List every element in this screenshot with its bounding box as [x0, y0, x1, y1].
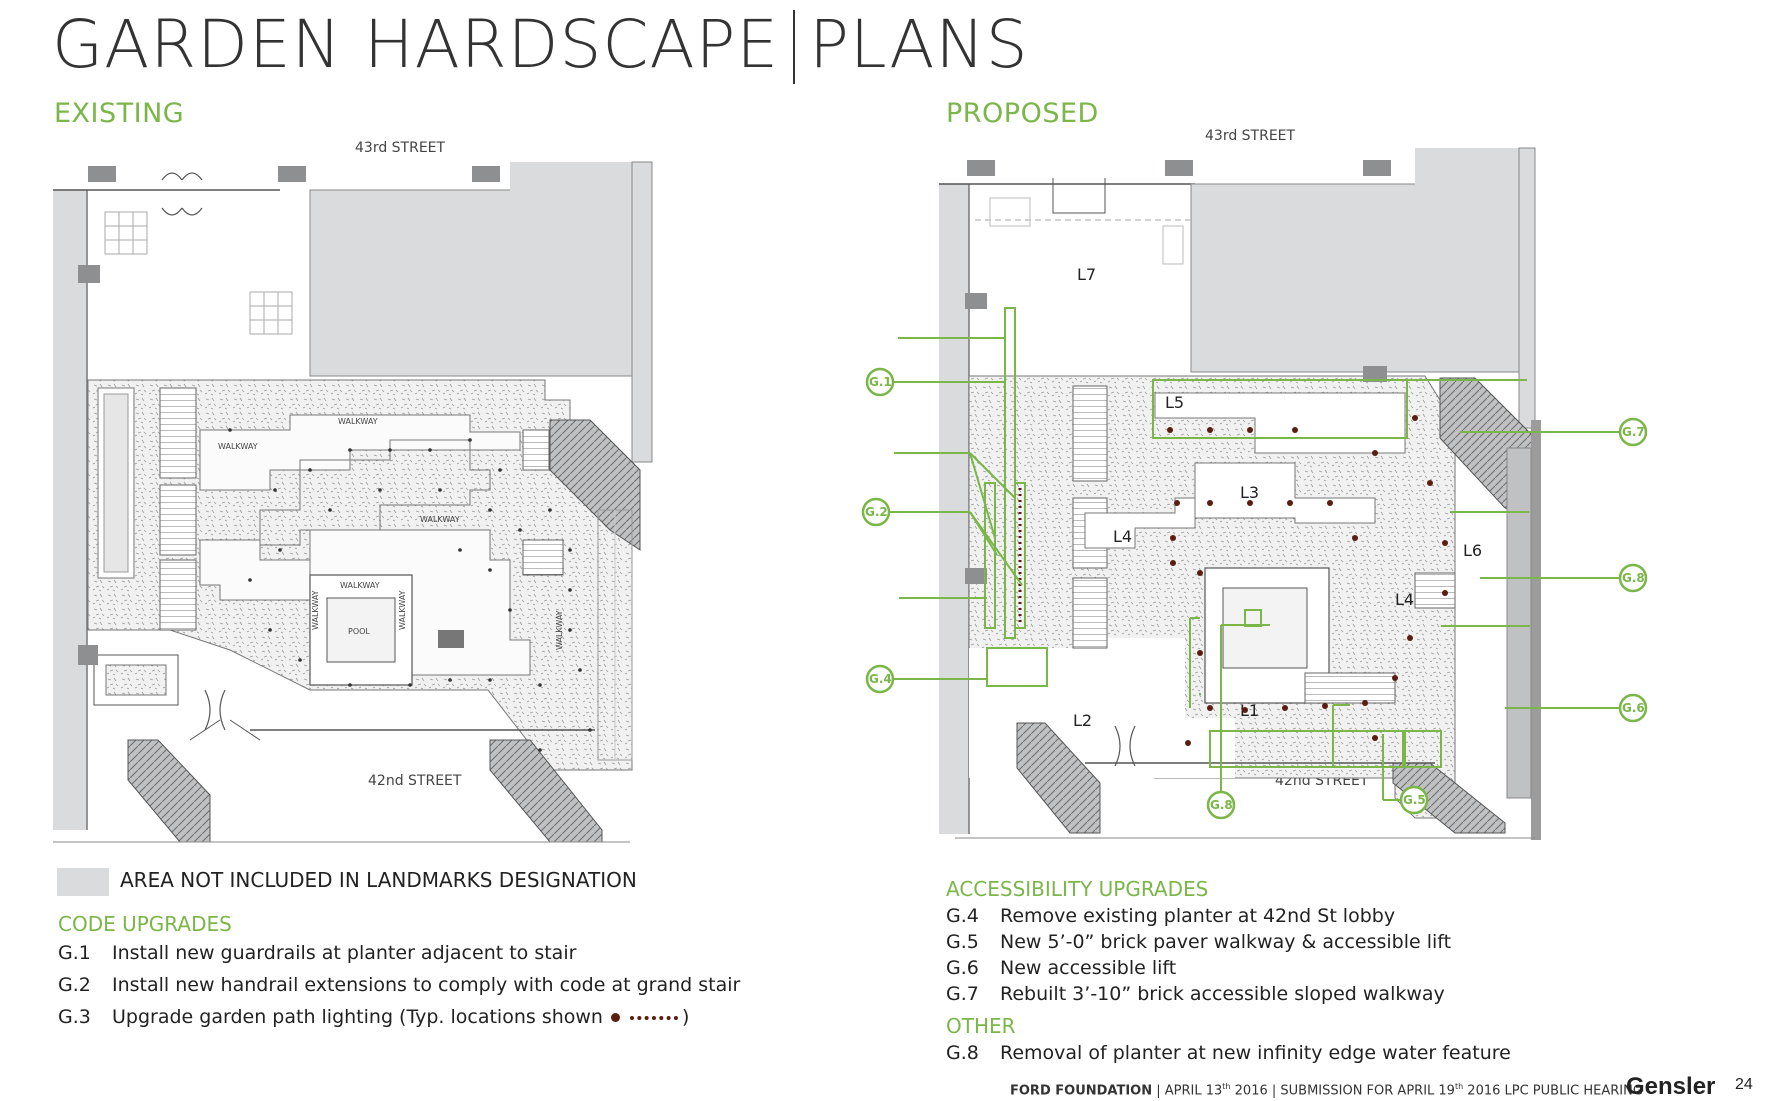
existing-label: EXISTING — [54, 98, 185, 129]
legend-swatch — [57, 868, 109, 896]
level-l4-left: L4 — [1113, 527, 1132, 546]
existing-walkway-3: WALKWAY — [398, 590, 407, 630]
level-l7: L7 — [1077, 265, 1096, 284]
existing-walkway-2: WALKWAY — [311, 590, 320, 630]
light-dotted-line-icon — [629, 1015, 678, 1020]
callout-g1: G.1 — [869, 375, 892, 389]
title-left: GARDEN HARDSCAPE — [52, 6, 780, 83]
light-dot-icon — [610, 1013, 620, 1022]
proposed-plan: 43rd STREET 42nd STREET L7 L2 L5 L3 L4 L… — [894, 128, 1541, 840]
gensler-logo: Gensler — [1626, 1073, 1716, 1100]
existing-pool-label: POOL — [348, 627, 370, 636]
title-separator — [793, 10, 796, 84]
proposed-label: PROPOSED — [946, 98, 1099, 129]
accessibility-upgrades-header: ACCESSIBILITY UPGRADES — [946, 877, 1209, 901]
level-l4-right: L4 — [1395, 590, 1414, 609]
other-header: OTHER — [946, 1014, 1016, 1038]
existing-walkway-1: WALKWAY — [340, 581, 380, 590]
code-upgrades-header: CODE UPGRADES — [58, 912, 232, 936]
footer: FORD FOUNDATION | APRIL 13th 2016 | SUBM… — [1010, 1082, 1643, 1099]
callout-g2: G.2 — [865, 505, 888, 519]
existing-street-top: 43rd STREET — [355, 140, 446, 156]
existing-plan: 43rd STREET 42nd STREET POOL WALKWAY WAL… — [53, 140, 653, 843]
callout-g6: G.6 — [1622, 701, 1645, 715]
level-l1: L1 — [1240, 701, 1259, 720]
callout-g8-bottom: G.8 — [1210, 798, 1233, 812]
level-l5: L5 — [1165, 393, 1184, 412]
callout-g7: G.7 — [1622, 425, 1645, 439]
existing-walkway-7: WALKWAY — [555, 610, 564, 650]
existing-walkway-6: WALKWAY — [420, 515, 460, 524]
page-number: 24 — [1735, 1076, 1753, 1093]
level-l6: L6 — [1463, 541, 1482, 560]
title-right: PLANS — [809, 6, 1029, 83]
callout-g5: G.5 — [1403, 793, 1426, 807]
level-l2: L2 — [1073, 711, 1092, 730]
proposed-street-top: 43rd STREET — [1205, 128, 1296, 144]
page-title: GARDEN HARDSCAPE PLANS — [52, 6, 1029, 86]
legend-text: AREA NOT INCLUDED IN LANDMARKS DESIGNATI… — [120, 868, 637, 892]
callout-g4: G.4 — [869, 672, 892, 686]
footer-org: FORD FOUNDATION — [1010, 1083, 1153, 1099]
existing-walkway-4: WALKWAY — [338, 417, 378, 426]
callout-g8-right: G.8 — [1622, 571, 1645, 585]
existing-walkway-5: WALKWAY — [218, 442, 258, 451]
existing-street-bottom: 42nd STREET — [368, 773, 462, 789]
level-l3: L3 — [1240, 483, 1259, 502]
